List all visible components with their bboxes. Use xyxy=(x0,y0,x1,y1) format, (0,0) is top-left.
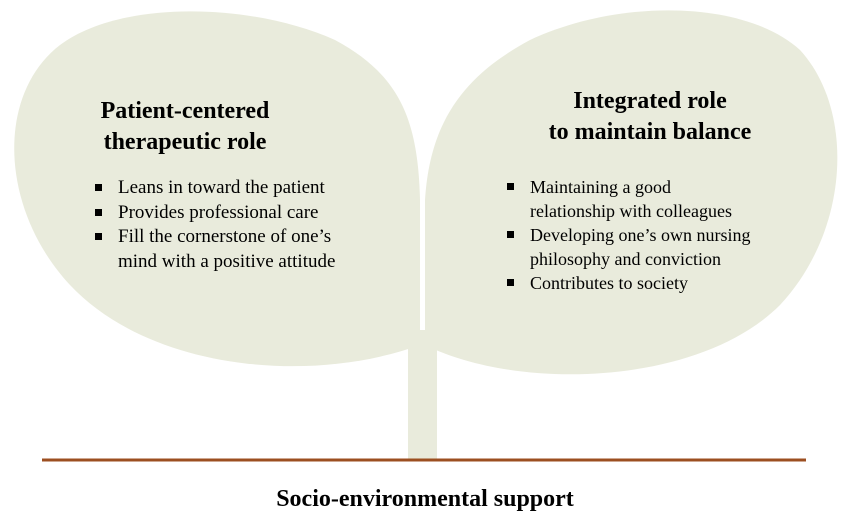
square-bullet-icon xyxy=(95,208,102,216)
right-title-line-2: to maintain balance xyxy=(548,119,752,145)
list-item: Provides professional care xyxy=(88,201,388,226)
sprout-stem xyxy=(408,330,437,461)
list-item: Contributes to society xyxy=(500,271,800,295)
list-item-line: Fill the cornerstone of one’s xyxy=(118,226,332,247)
left-title-line-1: Patient-centered xyxy=(100,98,270,124)
list-item: Fill the cornerstone of one’s mind with … xyxy=(88,225,388,274)
square-bullet-icon xyxy=(507,279,514,286)
list-item-line: Developing one’s own nursing xyxy=(530,225,751,245)
left-title-line-2: therapeutic role xyxy=(103,129,267,155)
list-item: Developing one’s own nursing philosophy … xyxy=(500,223,800,271)
list-item-line: Provides professional care xyxy=(118,201,319,223)
list-item-line: mind with a positive attitude xyxy=(118,250,336,272)
right-leaf xyxy=(425,10,838,375)
square-bullet-icon xyxy=(95,184,102,191)
right-title-line-1: Integrated role xyxy=(573,88,727,114)
right-leaf-title: Integrated role to maintain balance xyxy=(500,86,800,148)
list-item-line: relationship with colleagues xyxy=(530,201,732,221)
list-item: Maintaining a good relationship with col… xyxy=(500,175,800,223)
square-bullet-icon xyxy=(507,231,514,238)
square-bullet-icon xyxy=(95,233,102,240)
list-item: Leans in toward the patient xyxy=(88,176,388,201)
list-item-line: Maintaining a good xyxy=(530,177,671,197)
list-item-line: philosophy and conviction xyxy=(530,249,721,269)
list-item-line: Leans in toward the patient xyxy=(118,177,325,198)
list-item-line: Contributes to society xyxy=(530,273,688,293)
square-bullet-icon xyxy=(507,183,514,190)
left-leaf-list: Leans in toward the patient Provides pro… xyxy=(88,176,388,274)
left-leaf-title: Patient-centered therapeutic role xyxy=(60,96,310,158)
left-leaf xyxy=(14,11,420,367)
right-leaf-list: Maintaining a good relationship with col… xyxy=(500,175,800,295)
ground-label: Socio-environmental support xyxy=(276,486,574,512)
